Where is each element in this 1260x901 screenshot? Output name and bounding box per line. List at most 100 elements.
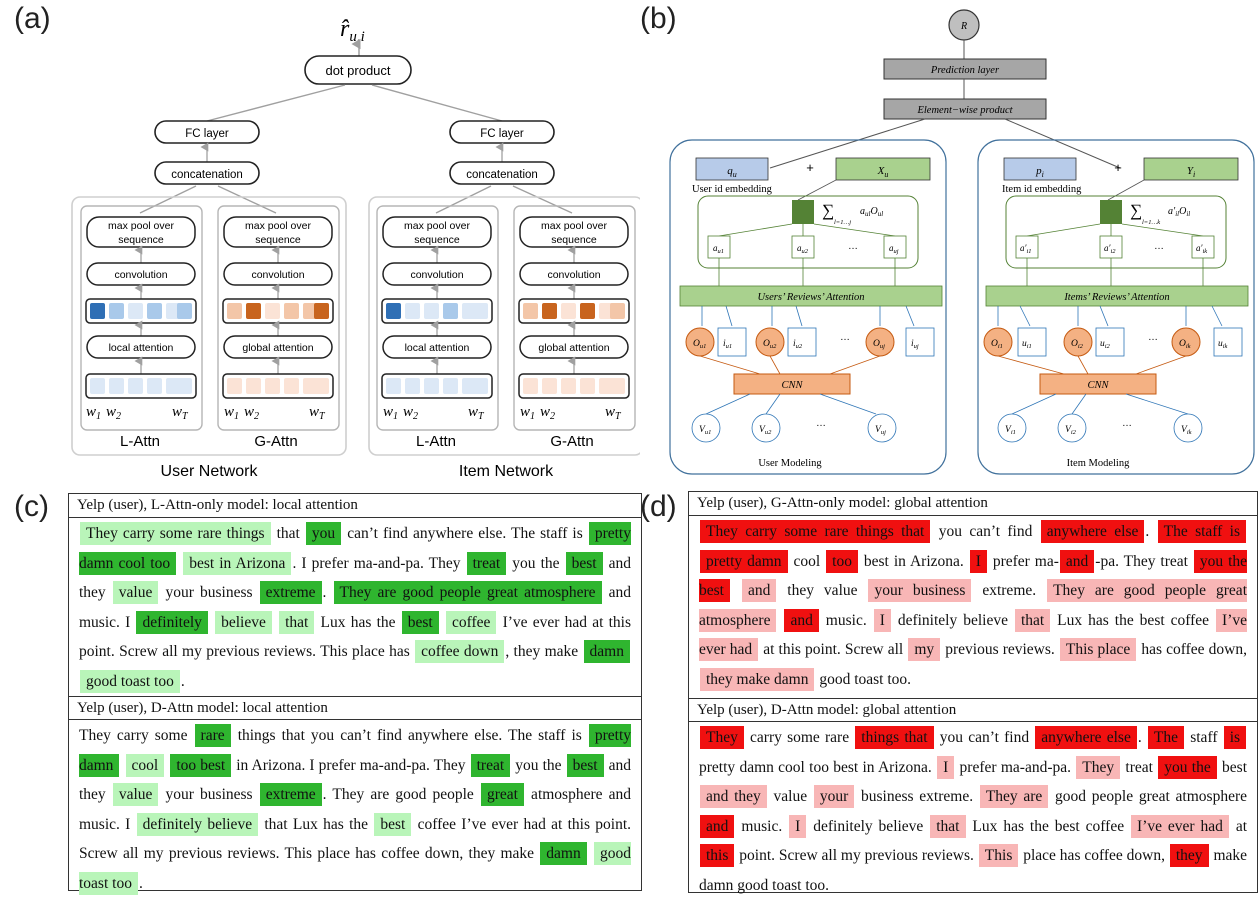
panel-c-attention-examples: Yelp (user), L-Attn-only model: local at…: [68, 493, 642, 895]
svg-text:w2: w2: [540, 404, 555, 422]
user-local-word-embeddings: [85, 373, 197, 399]
local-attention-highlight: value: [112, 783, 159, 807]
panel-label-a: (a): [14, 2, 51, 35]
global-attention-highlight: is: [1223, 726, 1247, 749]
review-text: definitely believe: [891, 611, 1014, 629]
review-text: extreme.: [972, 582, 1047, 600]
svg-text:convolution: convolution: [114, 269, 167, 281]
review-text: and they: [79, 756, 632, 804]
user-local-attention-weights: [85, 298, 197, 324]
review-text: at: [1229, 817, 1248, 835]
review-text: Lux has the best coffee: [966, 817, 1131, 835]
global-attention-highlight: pretty damn: [700, 549, 788, 573]
svg-text:wT: wT: [309, 404, 326, 422]
local-attention-highlight: definitely: [136, 610, 208, 634]
local-attention-highlight: They are good people great atmosphere: [333, 581, 602, 605]
svg-text:a′i2: a′i2: [1104, 243, 1116, 255]
item-local-word-embeddings: [381, 373, 493, 399]
svg-text:w2: w2: [403, 404, 418, 422]
item-modeling-label: Item Modeling: [1067, 458, 1130, 469]
review-text: your business: [159, 584, 259, 602]
review-text: prefer ma-: [987, 552, 1059, 570]
svg-text:a′ilOil: a′ilOil: [1168, 206, 1190, 218]
local-attention-highlight: damn: [583, 640, 630, 664]
svg-text:au1: au1: [713, 243, 724, 255]
user-network: FC layer concatenation User Network: [71, 120, 347, 480]
svg-text:sequence: sequence: [118, 234, 164, 246]
svg-text:sequence: sequence: [551, 234, 597, 246]
review-text: .: [138, 874, 143, 892]
review-text: staff: [1185, 729, 1223, 746]
global-attention-highlight: you the: [1158, 755, 1217, 779]
review-text: previous reviews.: [941, 641, 1059, 659]
r-node-label: R: [960, 21, 967, 32]
review-text: I’ve ever had at this point. Screw all m…: [79, 613, 632, 661]
svg-text:max pool over: max pool over: [404, 220, 470, 232]
svg-text:Ouj: Ouj: [873, 339, 885, 350]
review-text: -pa. They treat: [1095, 552, 1193, 570]
item-global-word-embeddings: [518, 373, 630, 399]
svg-text:Vi1: Vi1: [1005, 425, 1016, 436]
panel-c-paragraph-2: They carry some rare things that you can…: [69, 721, 641, 895]
svg-text:…: …: [1148, 332, 1158, 343]
svg-text:convolution: convolution: [410, 269, 463, 281]
svg-text:…: …: [1154, 241, 1164, 252]
global-attention-highlight: and: [700, 814, 735, 838]
global-attention-highlight: your: [813, 785, 855, 809]
review-text: [777, 612, 783, 629]
svg-text:global attention: global attention: [242, 342, 313, 354]
svg-text:Oi2: Oi2: [1071, 339, 1084, 350]
svg-text:iuj: iuj: [911, 339, 919, 350]
local-attention-highlight: best: [374, 812, 412, 836]
item-network: FC layer concatenation Item Network: [368, 120, 640, 480]
local-attention-highlight: damn: [540, 842, 587, 866]
review-text: [177, 555, 182, 572]
svg-text:w2: w2: [106, 404, 121, 422]
review-text: your business: [159, 786, 259, 804]
review-text: cool: [788, 552, 826, 570]
svg-text:Oik: Oik: [1179, 339, 1191, 350]
global-attention-highlight: anywhere else: [1040, 520, 1145, 543]
global-attention-highlight: that: [1014, 608, 1051, 632]
svg-text:sequence: sequence: [255, 234, 301, 246]
local-attention-highlight: believe: [215, 610, 272, 634]
global-attention-highlight: I: [937, 755, 955, 779]
panel-d-paragraph-1: They carry some rare things that you can…: [689, 517, 1257, 693]
global-attention-highlight: my: [908, 638, 941, 662]
review-text: best: [1217, 758, 1248, 776]
global-attention-highlight: They are: [979, 785, 1049, 809]
review-text: coffee I’ve ever had at this point. Scre…: [79, 815, 632, 863]
svg-text:max pool over: max pool over: [541, 220, 607, 232]
panel-d-paragraph-2: They carry some rare things that you can…: [689, 723, 1257, 894]
review-text: [731, 582, 741, 599]
svg-text:l=1…k: l=1…k: [1142, 219, 1160, 226]
column-user-local: max pool over sequence convolution local…: [80, 205, 203, 450]
local-attention-highlight: They carry some rare things: [80, 522, 271, 545]
review-text: you the: [511, 756, 566, 774]
prediction-layer-label: Prediction layer: [930, 65, 1000, 76]
review-text: . They are good people: [322, 786, 480, 804]
user-modeling-block: qu + Xu User id embedding ∑ l=1…j aulOul…: [669, 139, 947, 475]
svg-text:…: …: [840, 332, 850, 343]
svg-text:Xu: Xu: [877, 165, 889, 179]
svg-text:local attention: local attention: [109, 342, 174, 354]
review-text: value: [767, 788, 813, 806]
review-text: [273, 614, 278, 631]
review-text: that: [271, 525, 305, 542]
svg-text:ui1: ui1: [1022, 339, 1032, 350]
review-text: at this point. Screw all: [759, 641, 908, 659]
panel-label-c: (c): [14, 490, 49, 523]
item-cnn-label: CNN: [1087, 380, 1109, 391]
review-text: pretty damn cool too best in Arizona.: [699, 758, 937, 776]
svg-text:Vi2: Vi2: [1065, 425, 1077, 436]
review-text: good toast too.: [815, 670, 912, 688]
item-l-attn-label: L-Attn: [416, 433, 456, 450]
global-attention-highlight: too: [826, 549, 858, 573]
dot-product-label: dot product: [325, 63, 390, 78]
user-id-embedding-label: User id embedding: [692, 184, 773, 195]
column-item-local: max pool over sequence convolution local…: [376, 205, 499, 450]
svg-text:au2: au2: [797, 243, 809, 255]
dot-product-box: [304, 55, 412, 85]
svg-text:max pool over: max pool over: [108, 220, 174, 232]
local-attention-highlight: great: [480, 783, 524, 807]
